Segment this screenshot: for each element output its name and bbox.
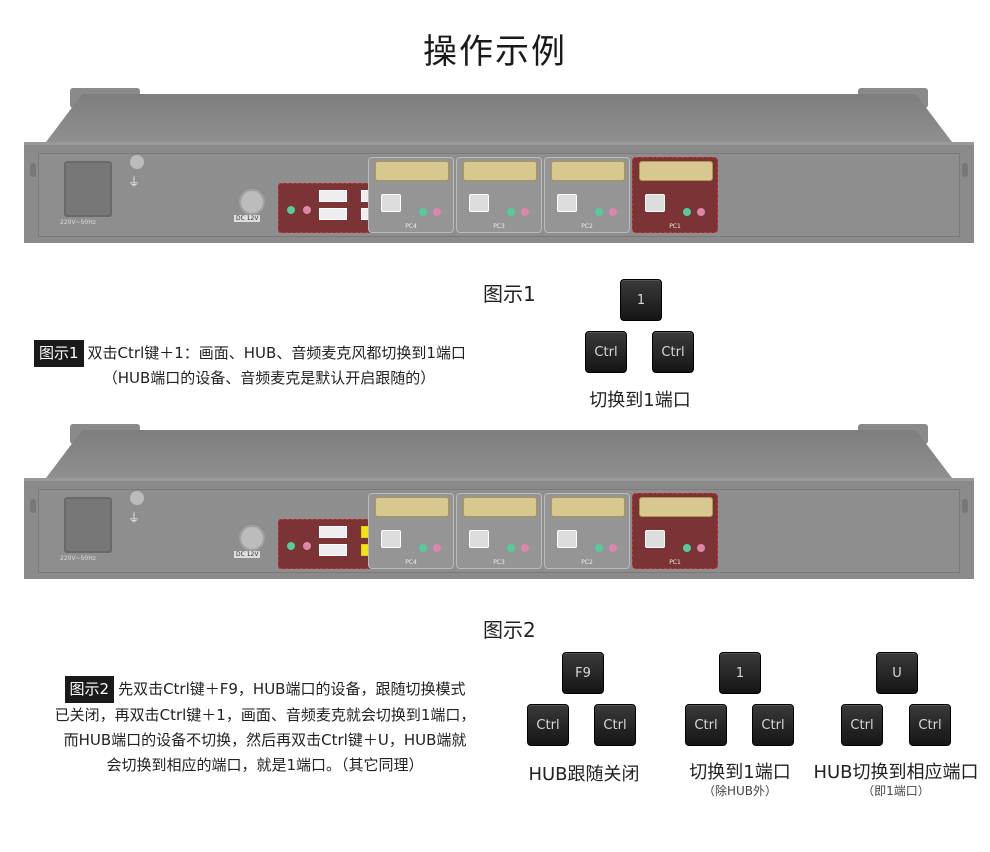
usb-a-port [319, 544, 347, 556]
port-pc4: PC4 [368, 157, 454, 233]
port-pc2: PC2 [544, 493, 630, 569]
key-ctrl: Ctrl [594, 704, 636, 746]
key-ctrl: Ctrl [909, 704, 951, 746]
usb-b-port [645, 194, 665, 212]
dc-jack [239, 189, 265, 215]
dvi-port [639, 161, 713, 181]
figure2-caption: 图示2 [483, 618, 536, 642]
key-ctrl: Ctrl [685, 704, 727, 746]
group3-subcaption: （即1端口） [862, 784, 930, 798]
group1-caption: HUB跟随关闭 [528, 764, 640, 785]
ground-screw [130, 491, 144, 505]
power-socket [64, 497, 112, 553]
key-ctrl: Ctrl [585, 331, 627, 373]
power-label: 220V~50Hz [60, 219, 96, 226]
port-pc3: PC3 [456, 493, 542, 569]
key-ctrl: Ctrl [752, 704, 794, 746]
figure1-caption: 图示1 [483, 282, 536, 306]
dc-jack [239, 525, 265, 551]
key-ctrl: Ctrl [652, 331, 694, 373]
kvm-device-2: 220V~50Hz ⏚ DC 12V PC4 PC3 PC2 [24, 424, 974, 590]
usb-b-port [469, 194, 489, 212]
port-pc1: PC1 [632, 157, 718, 233]
dvi-port [551, 161, 625, 181]
port-pc1: PC1 [632, 493, 718, 569]
figure1-key-caption: 切换到1端口 [589, 390, 691, 411]
key-ctrl: Ctrl [841, 704, 883, 746]
usb-a-port [319, 208, 347, 220]
key-u: U [876, 652, 918, 694]
key-f9: F9 [562, 652, 604, 694]
group2-caption: 切换到1端口 [689, 762, 791, 783]
dvi-port [463, 161, 537, 181]
usb-b-port [557, 194, 577, 212]
port-pc2: PC2 [544, 157, 630, 233]
usb-a-port [319, 526, 347, 538]
device-front-panel: 220V~50Hz ⏚ DC 12V PC4 PC3 PC2 [24, 478, 974, 579]
dc-label: DC 12V [234, 215, 261, 222]
usb-a-port [319, 190, 347, 202]
power-socket [64, 161, 112, 217]
device-top [46, 430, 952, 478]
dvi-port [375, 161, 449, 181]
group2-subcaption: （除HUB外） [702, 784, 778, 798]
port-pc4: PC4 [368, 493, 454, 569]
ground-icon: ⏚ [128, 175, 141, 189]
figure1-note: （HUB端口的设备、音频麦克是默认开启跟随的） [102, 369, 436, 387]
ground-screw [130, 155, 144, 169]
key-1: 1 [620, 279, 662, 321]
group3-caption: HUB切换到相应端口 [813, 762, 979, 783]
ground-icon: ⏚ [128, 511, 141, 525]
figure2-tag: 图示2 [64, 676, 115, 703]
key-1: 1 [719, 652, 761, 694]
port-pc3: PC3 [456, 157, 542, 233]
device-top [46, 94, 952, 142]
figure1-tag: 图示1 [34, 340, 84, 367]
page-title: 操作示例 [423, 32, 567, 72]
device-front-panel: 220V~50Hz ⏚ DC 12V PC4 PC3 PC2 [24, 142, 974, 243]
kvm-device-1: 220V~50Hz ⏚ DC 12V PC4 PC3 PC2 [24, 88, 974, 254]
usb-b-port [381, 194, 401, 212]
key-ctrl: Ctrl [527, 704, 569, 746]
